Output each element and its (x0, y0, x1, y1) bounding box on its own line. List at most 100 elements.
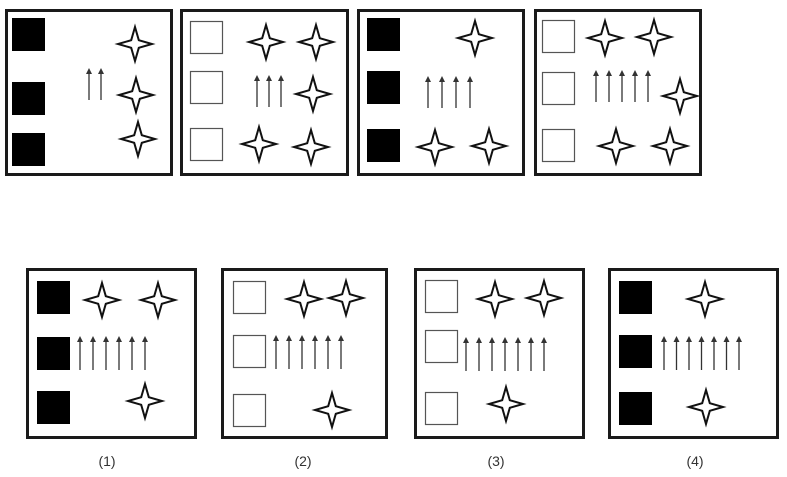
star-icon (115, 74, 157, 116)
arrow-icon (723, 336, 730, 370)
arrow-icon (467, 76, 473, 108)
arrow-icon (502, 337, 508, 371)
arrow-icon (439, 76, 445, 108)
question-panel-1 (5, 9, 173, 176)
star-icon (685, 386, 727, 428)
arrow-icon (528, 337, 534, 371)
arrow-icon (661, 336, 667, 370)
arrow-icon (116, 336, 122, 370)
arrow-icon (278, 75, 284, 107)
star-icon (454, 17, 496, 59)
arrow-icon (619, 70, 625, 102)
star-icon (649, 125, 691, 167)
arrow-icon (736, 336, 742, 370)
star-icon (485, 383, 527, 425)
filled-square (367, 71, 400, 104)
question-panel-3 (357, 9, 525, 176)
empty-square (541, 128, 576, 163)
arrow-icon (515, 337, 521, 371)
filled-square (37, 337, 70, 370)
arrow-icon (254, 75, 260, 107)
empty-square (232, 334, 267, 369)
filled-square (12, 18, 45, 51)
star-icon (137, 279, 179, 321)
arrow-icon (90, 336, 96, 370)
filled-square (37, 391, 70, 424)
option-label-4: (4) (686, 453, 704, 469)
arrow-icon (453, 76, 459, 108)
arrow-icon (698, 336, 705, 370)
star-icon (414, 126, 456, 168)
arrow-icon (312, 335, 318, 369)
star-icon (684, 278, 726, 320)
arrow-icon (98, 68, 104, 100)
option-label-2: (2) (294, 453, 312, 469)
empty-square (541, 19, 576, 54)
empty-square (541, 71, 576, 106)
star-icon (292, 73, 334, 115)
option-label-1: (1) (98, 453, 116, 469)
filled-square (12, 82, 45, 115)
star-icon (325, 277, 367, 319)
arrow-icon (103, 336, 109, 370)
question-panel-2 (180, 9, 349, 176)
star-icon (523, 277, 565, 319)
filled-square (37, 281, 70, 314)
empty-square (189, 70, 224, 105)
empty-square (232, 280, 267, 315)
star-icon (117, 118, 159, 160)
empty-square (424, 391, 459, 426)
empty-square (232, 393, 267, 428)
arrow-icon (129, 336, 135, 370)
star-icon (81, 279, 123, 321)
empty-square (424, 329, 459, 364)
star-icon (283, 278, 325, 320)
star-icon (595, 125, 637, 167)
empty-square (189, 20, 224, 55)
star-icon (295, 21, 337, 63)
filled-square (619, 392, 652, 425)
arrow-icon (299, 335, 305, 369)
star-icon (238, 123, 280, 165)
arrow-icon (645, 70, 651, 102)
arrow-icon (86, 68, 92, 100)
filled-square (619, 335, 652, 368)
star-icon (659, 75, 701, 117)
arrow-icon (686, 336, 692, 370)
arrow-icon (463, 337, 469, 371)
arrow-icon (541, 337, 547, 371)
arrow-icon (632, 70, 638, 102)
star-icon (124, 380, 166, 422)
star-icon (474, 278, 516, 320)
filled-square (367, 18, 400, 51)
star-icon (584, 17, 626, 59)
arrow-icon (77, 336, 83, 370)
star-icon (311, 389, 353, 431)
star-icon (245, 21, 287, 63)
star-icon (633, 16, 675, 58)
empty-square (189, 127, 224, 162)
answer-option-1 (26, 268, 197, 439)
filled-square (367, 129, 400, 162)
arrow-icon (286, 335, 292, 369)
answer-option-4 (608, 268, 779, 439)
answer-option-2 (221, 268, 388, 439)
star-icon (114, 23, 156, 65)
arrow-icon (606, 70, 612, 102)
filled-square (619, 281, 652, 314)
star-icon (290, 126, 332, 168)
arrow-icon (325, 335, 331, 369)
option-label-3: (3) (487, 453, 505, 469)
arrow-icon (338, 335, 344, 369)
answer-option-3 (414, 268, 585, 439)
filled-square (12, 133, 45, 166)
arrow-icon (489, 337, 495, 371)
question-panel-4 (534, 9, 702, 176)
arrow-icon (142, 336, 148, 370)
arrow-icon (425, 76, 431, 108)
arrow-icon (593, 70, 599, 102)
star-icon (468, 125, 510, 167)
arrow-icon (273, 335, 279, 369)
empty-square (424, 279, 459, 314)
